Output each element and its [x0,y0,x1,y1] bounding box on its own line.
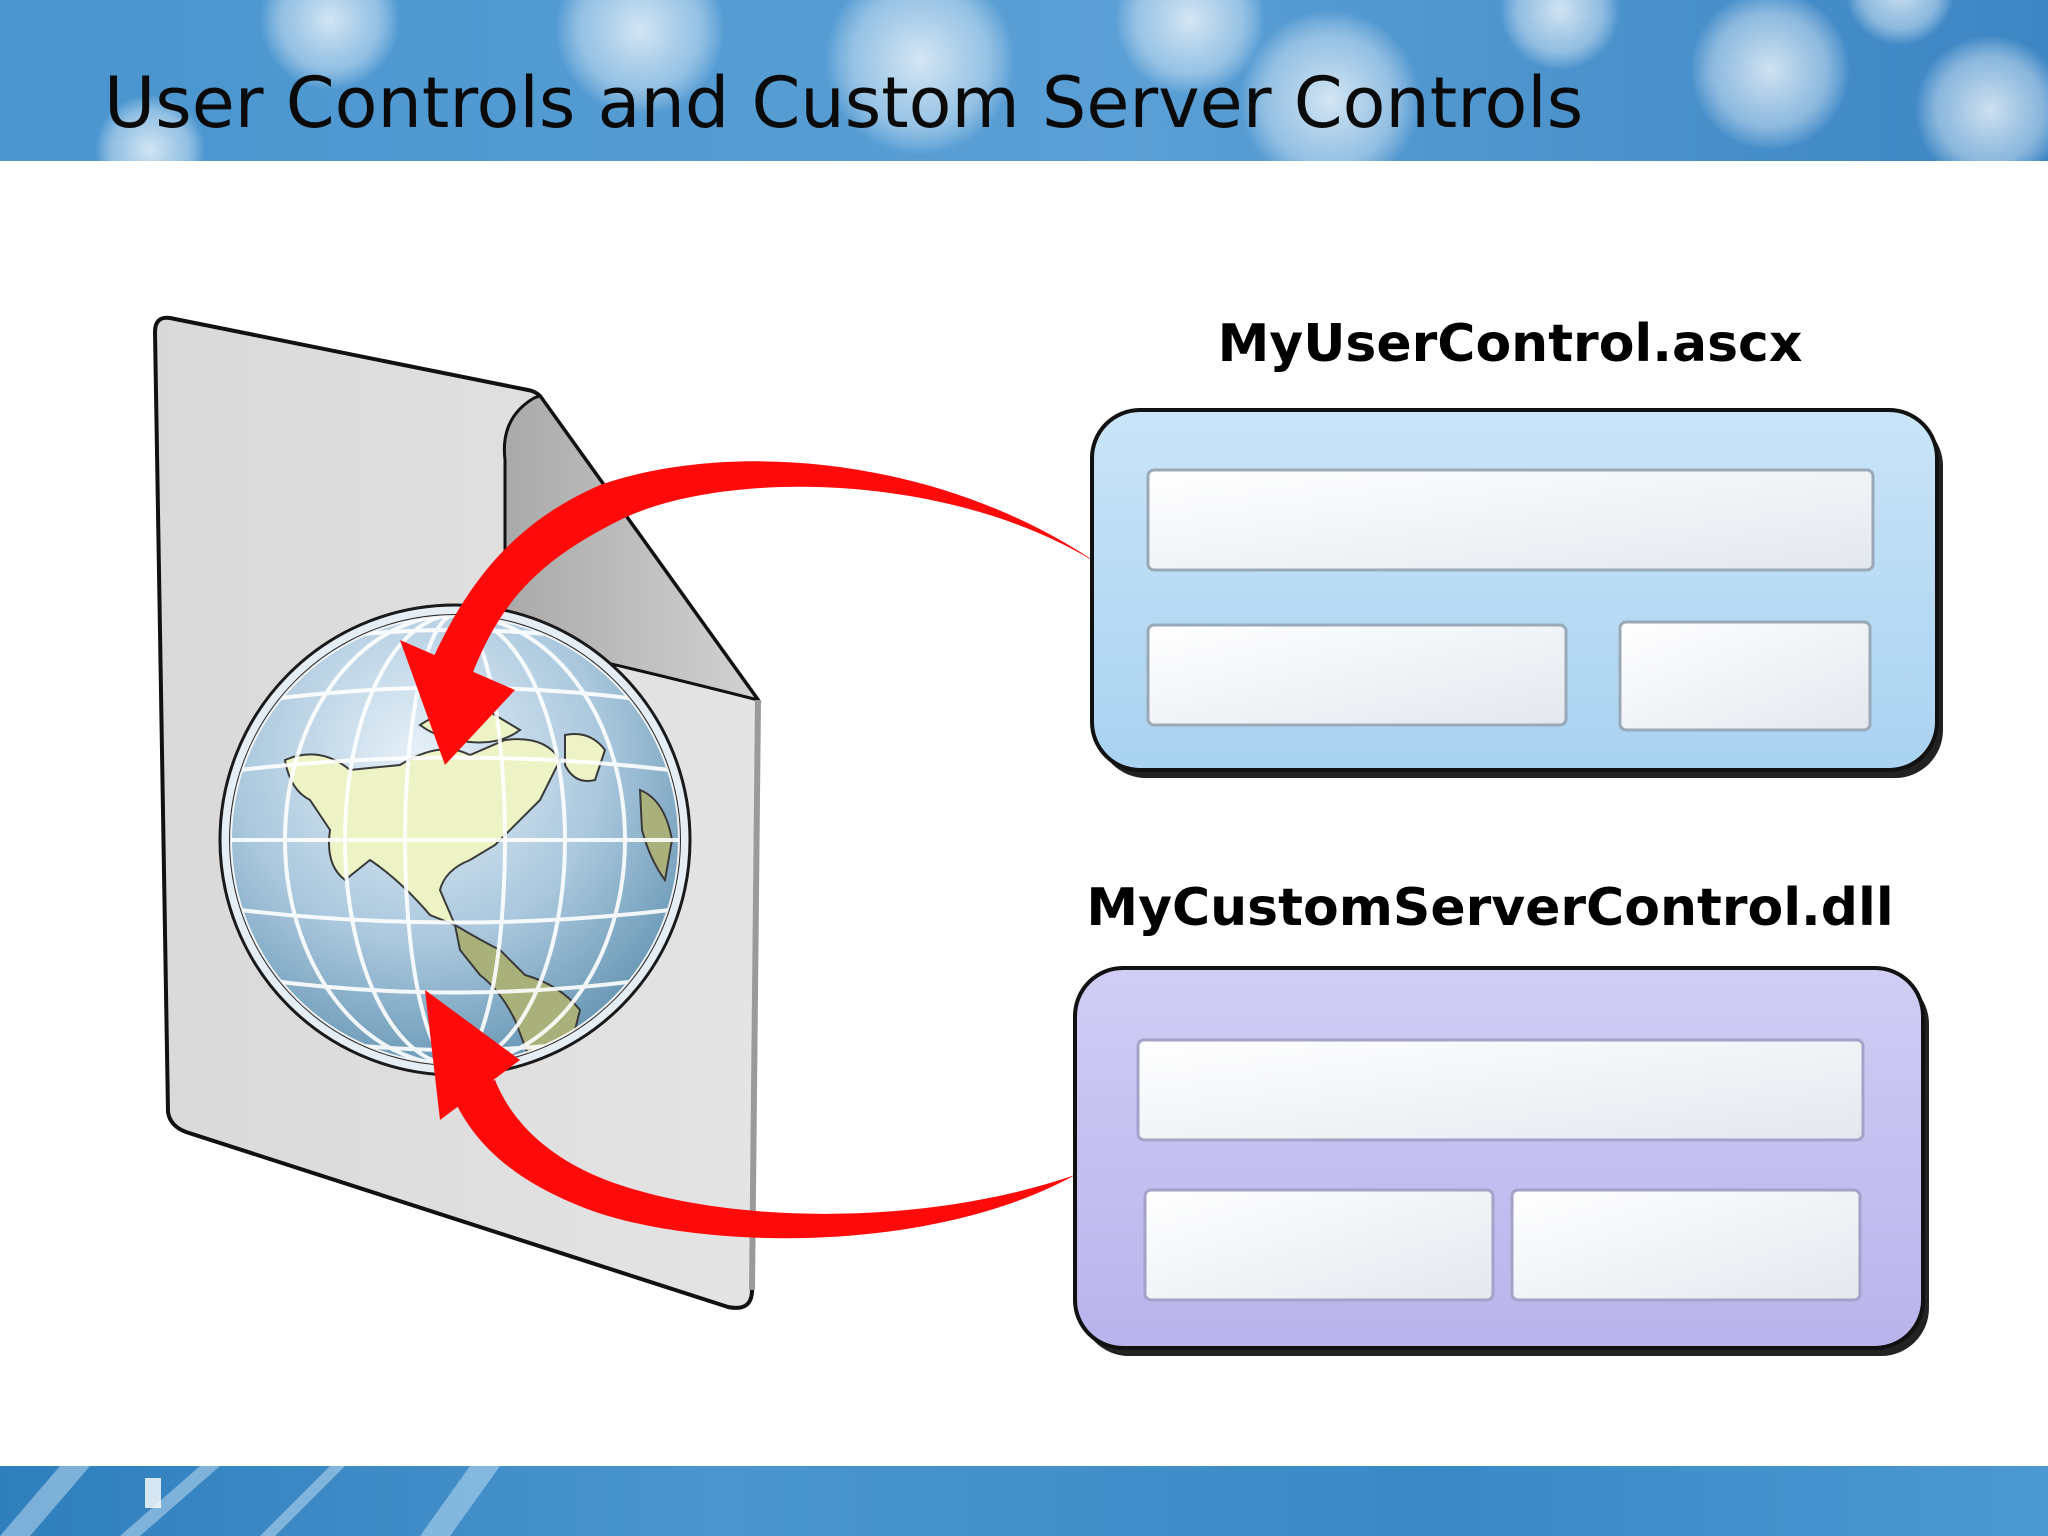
custom-control-field-left [1143,1188,1495,1302]
custom-server-control-label: MyCustomServerControl.dll [1086,878,1894,938]
custom-control-field-right [1510,1188,1862,1302]
user-control-field-right [1618,620,1872,732]
arrow-custom-control-to-page [425,990,1075,1239]
globe-icon [218,603,692,1077]
user-control-label: MyUserControl.ascx [1217,314,1803,374]
header-bubbles-background [0,0,2048,161]
header-band [0,0,2048,161]
custom-control-textbox-field [1136,1038,1865,1142]
custom-server-control-box [1073,966,1929,1356]
user-control-field-left [1146,623,1568,727]
user-control-textbox-field [1146,468,1875,572]
arrow-user-control-to-page [400,461,1100,765]
slide-title: User Controls and Custom Server Controls [104,62,1584,144]
footer-band [0,1466,2048,1536]
footer-streak-background [0,1466,2048,1536]
user-control-box [1090,408,1943,778]
